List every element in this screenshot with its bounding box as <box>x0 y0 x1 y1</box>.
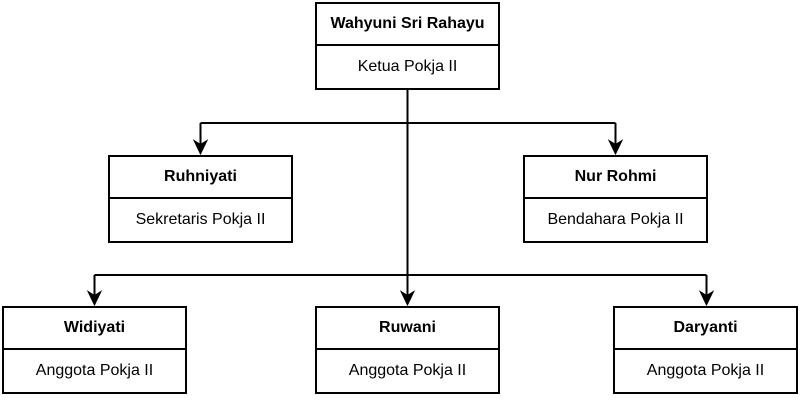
person-role: Anggota Pokja II <box>348 362 467 379</box>
org-node-bendahara: Nur Rohmi Bendahara Pokja II <box>523 155 708 243</box>
arrowhead-anggota-2 <box>399 290 416 307</box>
person-role: Bendahara Pokja II <box>547 211 684 228</box>
person-name: Nur Rohmi <box>525 157 706 199</box>
org-node-anggota-3: Daryanti Anggota Pokja II <box>613 306 798 394</box>
arrowhead-anggota-3 <box>698 290 715 307</box>
person-name: Ruwani <box>317 308 498 350</box>
person-role: Ketua Pokja II <box>357 58 458 75</box>
org-node-anggota-2: Ruwani Anggota Pokja II <box>315 306 500 394</box>
arrowhead-bendahara <box>607 139 624 156</box>
arrowhead-sekretaris <box>192 139 209 156</box>
person-name: Widiyati <box>4 308 185 350</box>
person-name: Ruhniyati <box>110 157 291 199</box>
person-role: Sekretaris Pokja II <box>135 211 266 228</box>
org-node-anggota-1: Widiyati Anggota Pokja II <box>2 306 187 394</box>
person-role: Anggota Pokja II <box>35 362 154 379</box>
person-name: Wahyuni Sri Rahayu <box>317 4 498 46</box>
person-role: Anggota Pokja II <box>646 362 765 379</box>
org-node-sekretaris: Ruhniyati Sekretaris Pokja II <box>108 155 293 243</box>
org-node-ketua: Wahyuni Sri Rahayu Ketua Pokja II <box>315 2 500 90</box>
person-name: Daryanti <box>615 308 796 350</box>
arrowhead-anggota-1 <box>86 290 103 307</box>
